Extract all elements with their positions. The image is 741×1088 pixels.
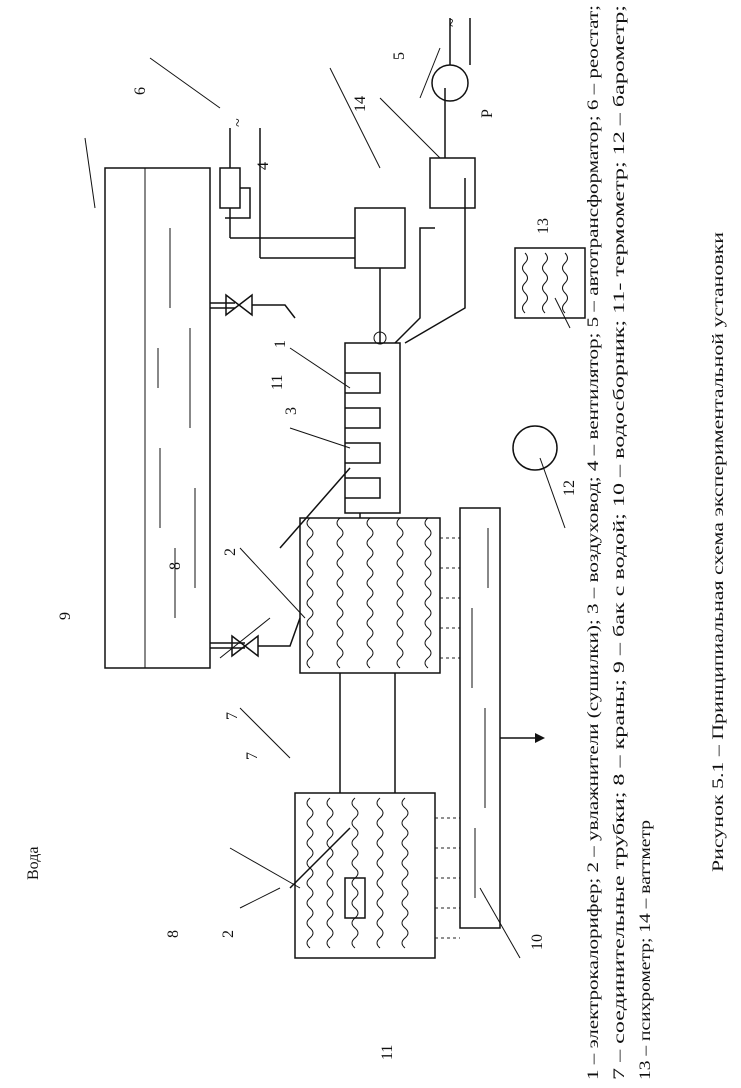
rheostat bbox=[219, 128, 355, 259]
wattmeter bbox=[429, 157, 476, 209]
label-11-top: 11 bbox=[269, 375, 286, 390]
label-10: 10 bbox=[529, 934, 546, 950]
label-water: Вода bbox=[25, 847, 42, 880]
label-5: 5 bbox=[391, 52, 408, 60]
wire-1 bbox=[394, 227, 435, 344]
ac-symbol-1: ~ bbox=[444, 18, 461, 27]
label-6: 6 bbox=[132, 87, 149, 95]
label-2-right: 2 bbox=[222, 548, 239, 556]
label-1: 1 bbox=[272, 340, 289, 348]
thermometer-right bbox=[279, 467, 351, 549]
autotransformer bbox=[431, 64, 469, 102]
label-7b: 7 bbox=[244, 752, 261, 760]
label-p: P bbox=[479, 109, 496, 118]
diagram-labels: 1 2 2 3 4 5 6 7 7 8 8 9 10 11 11 12 13 1… bbox=[25, 18, 578, 1060]
ac-symbol-2: ~ bbox=[230, 118, 247, 127]
barometer bbox=[512, 425, 558, 471]
label-7a: 7 bbox=[224, 712, 241, 720]
humidifier-right bbox=[299, 517, 441, 674]
valve-right bbox=[231, 634, 259, 658]
tube-right bbox=[258, 617, 301, 647]
wire-2 bbox=[404, 178, 466, 344]
legend-line-1: 1 – электрокалорифер; 2 – увлажнители (с… bbox=[585, 5, 602, 1080]
tube-left bbox=[252, 304, 296, 319]
fan bbox=[354, 207, 406, 345]
legend-line-3: 13 – психрометр; 14 – ваттметр bbox=[637, 820, 654, 1080]
label-8-left: 8 bbox=[165, 930, 182, 938]
electric-heater bbox=[344, 342, 401, 518]
rotated-figure bbox=[84, 18, 586, 959]
label-8-right: 8 bbox=[167, 562, 184, 570]
label-12: 12 bbox=[561, 480, 578, 496]
water-tank bbox=[104, 167, 211, 669]
water-collector bbox=[459, 507, 545, 929]
label-11-bottom: 11 bbox=[379, 1045, 396, 1060]
leader-lines bbox=[84, 47, 571, 959]
legend-line-2: 7 – соединительные трубки; 8 – краны; 9 … bbox=[611, 5, 628, 1080]
legend: 1 – электрокалорифер; 2 – увлажнители (с… bbox=[585, 5, 654, 1080]
air-duct-middle bbox=[339, 673, 396, 793]
humidifier-left bbox=[294, 792, 436, 959]
label-3: 3 bbox=[283, 407, 300, 415]
label-13: 13 bbox=[535, 218, 552, 234]
label-4: 4 bbox=[255, 162, 272, 170]
figure-caption: Рисунок 5.1 – Принципиальная схема экспе… bbox=[710, 231, 727, 872]
valve-left bbox=[225, 293, 253, 317]
label-14: 14 bbox=[352, 96, 369, 112]
psychrometer bbox=[514, 247, 586, 319]
thermometer-left bbox=[289, 827, 351, 889]
label-2-left: 2 bbox=[220, 930, 237, 938]
drain-lines bbox=[435, 537, 460, 939]
label-9: 9 bbox=[57, 612, 74, 620]
